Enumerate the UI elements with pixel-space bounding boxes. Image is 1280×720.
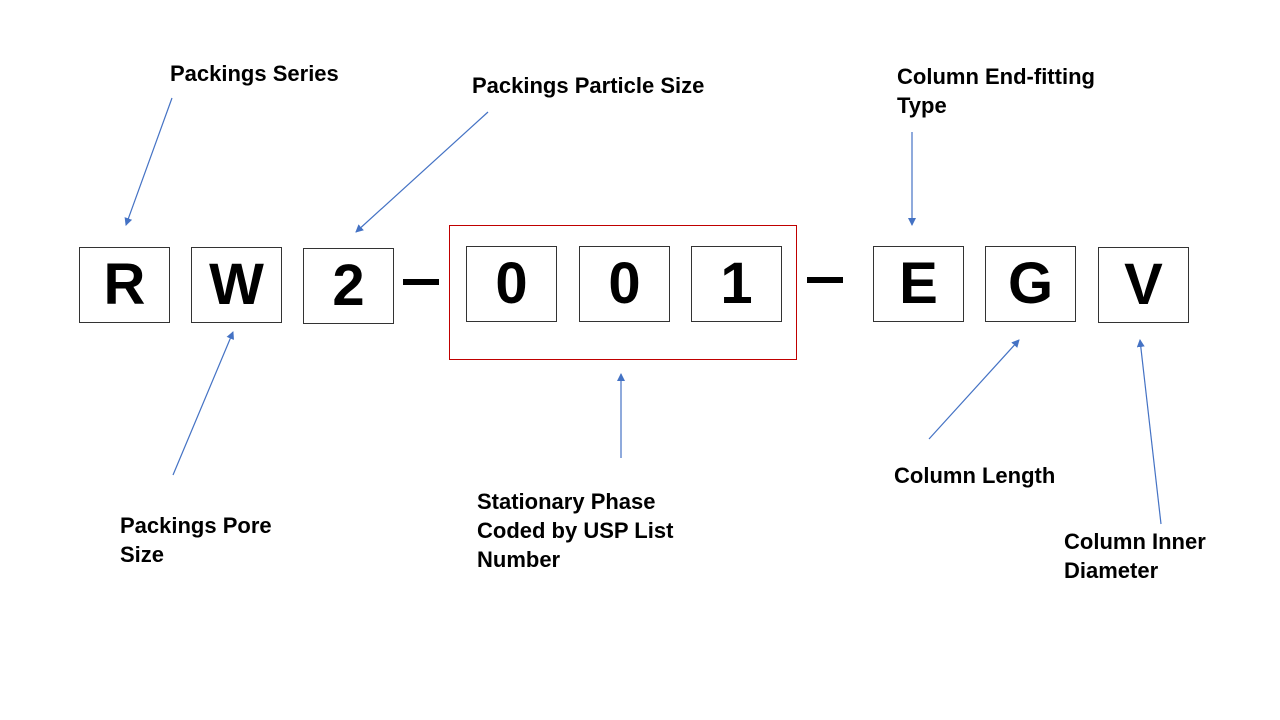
code-char-end-fitting-type: E [873,246,964,322]
label-packings-series: Packings Series [170,61,339,86]
stationary-phase-highlight [449,225,797,360]
arrow-packings-series [124,97,173,226]
arrow-packings-particle-size [355,111,489,233]
code-char-pore-size: W [191,247,282,323]
arrow-column-inner-diameter [1136,339,1162,525]
label-column-length: Column Length [894,463,1056,488]
label-column-end-fitting-type: Column End-fitting Type [897,64,1095,118]
code-char-stationary-phase-1: 0 [466,246,557,322]
code-char-packings-series: R [79,247,170,323]
label-stationary-phase: Stationary Phase Coded by USP List Numbe… [477,489,674,572]
code-char-stationary-phase-3: 1 [691,246,782,322]
code-char-column-length: G [985,246,1076,322]
dash-separator-2 [807,277,843,283]
code-char-inner-diameter: V [1098,247,1189,323]
arrow-column-length [928,339,1020,440]
label-packings-particle-size: Packings Particle Size [472,73,705,98]
arrow-packings-pore-size [172,331,234,476]
dash-separator-1 [403,279,439,285]
code-char-particle-size: 2 [303,248,394,324]
label-packings-pore-size: Packings Pore Size [120,513,272,567]
label-column-inner-diameter: Column Inner Diameter [1064,529,1206,583]
code-char-stationary-phase-2: 0 [579,246,670,322]
